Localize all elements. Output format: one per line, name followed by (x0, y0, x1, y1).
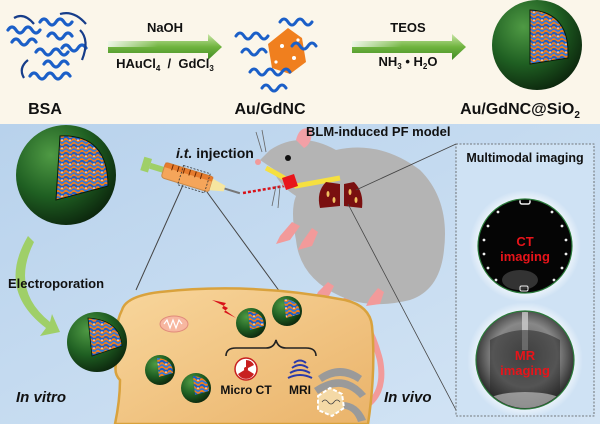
step2-reagent-ammonia: NH3 • H2O (379, 54, 438, 71)
label-in-vitro: In vitro (16, 389, 66, 406)
electroporation-arrow (15, 236, 60, 336)
radiation-icon (234, 357, 258, 381)
label-ct-imaging: imaging (500, 249, 550, 264)
lungs-icon (318, 182, 363, 208)
bsa-protein-structure (6, 12, 88, 81)
label-in-vivo: In vivo (384, 389, 432, 406)
syringe-icon (140, 156, 241, 195)
label-au-gdnc-sio2: Au/GdNC@SiO2 (460, 101, 580, 121)
grouping-brace (225, 339, 317, 357)
nanoparticle-at-membrane (67, 312, 127, 372)
label-it-injection: i.t. injection (176, 145, 254, 161)
multimodal-imaging-panel (455, 143, 595, 418)
label-mri: MRI (289, 383, 311, 397)
nucleus-icon (317, 386, 346, 418)
step1-reagents-precursors: HAuCl4 / GdCl3 (116, 56, 214, 73)
mr-scan-image (475, 310, 575, 410)
mri-waves-icon (287, 359, 313, 379)
lightning-icon (212, 300, 236, 318)
zoom-line-right (206, 191, 281, 293)
label-mr: MR (515, 348, 536, 363)
nanoparticle-intracellular-4 (181, 373, 211, 403)
label-blm-pf-model: BLM-induced PF model (306, 124, 450, 139)
label-micro-ct: Micro CT (220, 383, 272, 397)
nanoparticle-intracellular-3 (145, 355, 175, 385)
zoom-line-left (135, 184, 184, 291)
label-multimodal-imaging: Multimodal imaging (466, 151, 583, 165)
zoom-line-imaging-top (355, 143, 457, 191)
core-shell-nanoparticle-large (492, 0, 582, 90)
ct-scan-image (477, 198, 573, 294)
label-bsa: BSA (28, 101, 62, 118)
label-electroporation: Electroporation (8, 276, 104, 291)
zoom-line-imaging-bottom (347, 203, 457, 411)
label-au-gdnc: Au/GdNC (234, 101, 306, 118)
label-mr-imaging: imaging (500, 363, 550, 378)
core-shell-nanoparticle-bottom (16, 125, 116, 225)
cell-illustration (113, 287, 375, 424)
synthesis-arrow-step1 (108, 34, 222, 60)
au-gdnc-cluster (234, 17, 318, 93)
step1-reagent-naoh: NaOH (147, 20, 183, 35)
synthesis-arrow-step2 (352, 34, 466, 60)
step2-reagent-teos: TEOS (390, 20, 426, 35)
nanoparticle-intracellular-2 (272, 296, 302, 326)
label-ct: CT (516, 234, 533, 249)
nanoparticle-intracellular-1 (236, 308, 266, 338)
